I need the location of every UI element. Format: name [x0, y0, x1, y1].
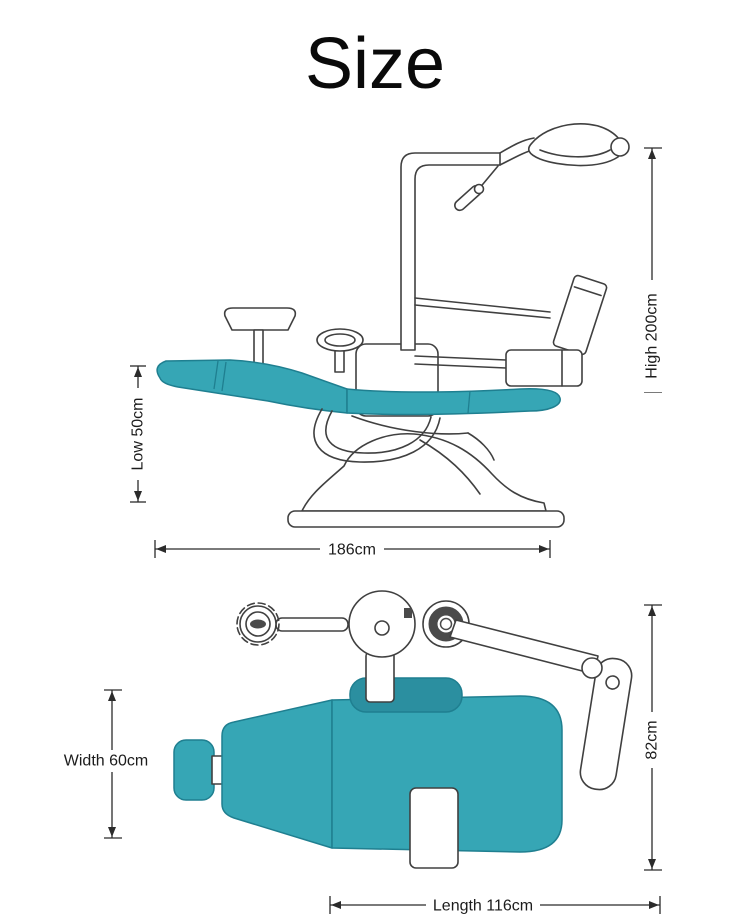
dim-depth-82: 82cm: [642, 604, 662, 871]
cuspidor-bowl-inner: [324, 333, 356, 347]
label-mask: [642, 280, 662, 392]
dim-high: High 200cm: [642, 147, 662, 393]
underseat-contour: [351, 415, 469, 435]
foot-control-box: [409, 787, 459, 869]
bowl-slot: [250, 619, 266, 629]
dimension-arrow-left: [156, 545, 166, 553]
bowl-stem: [334, 349, 345, 373]
dimension-arrow-up: [648, 606, 656, 616]
dim-low-label: Low 50cm: [130, 398, 147, 471]
dim-width-label: Width 60cm: [64, 753, 148, 770]
lamp-arm: [499, 137, 535, 154]
headrest-top: [173, 739, 215, 801]
lamp-end-cap: [610, 137, 630, 157]
dim-width-60: Width 60cm: [56, 689, 158, 839]
lamp-head: [527, 123, 623, 167]
dim-span-186: 186cm: [154, 539, 551, 559]
dim-low: Low 50cm: [128, 365, 148, 503]
joint-hub: [439, 617, 453, 631]
dimension-arrow-up: [108, 691, 116, 701]
monitor-line: [573, 286, 602, 297]
underseat-contour: [467, 432, 495, 461]
dimension-arrow-up: [134, 367, 142, 377]
box-bracket: [414, 355, 507, 361]
dimension-arrow-right: [539, 545, 549, 553]
dim-length-116: Length 116cm: [329, 895, 661, 915]
monitor: [552, 274, 608, 356]
label-mask: [320, 539, 384, 559]
cushion-seam: [221, 361, 227, 392]
monitor-bracket: [414, 304, 551, 319]
dim-depth-label: 82cm: [644, 720, 661, 759]
tray-notch: [404, 608, 412, 618]
seat-top: [331, 695, 563, 853]
backrest-top: [221, 699, 333, 849]
tray-post-top: [365, 651, 395, 703]
dim-span-label: 186cm: [328, 542, 376, 559]
dim-length-label: Length 116cm: [433, 898, 533, 915]
label-mask: [426, 895, 540, 915]
scalloped-bowl-inner: [245, 611, 271, 637]
label-mask: [128, 388, 148, 480]
dimension-arrow-up: [648, 149, 656, 159]
cushion-seam: [213, 360, 219, 390]
tray-disc-hub: [374, 620, 390, 636]
lamp-head-line: [539, 149, 611, 158]
dimension-arrow-left: [331, 901, 341, 909]
label-mask: [642, 712, 662, 768]
monitor-bracket: [414, 297, 551, 313]
pedestal-contour: [419, 439, 481, 495]
cuspidor-bowl: [316, 328, 364, 352]
dim-high-label: High 200cm: [644, 293, 661, 378]
backrest-cushion: [156, 359, 348, 414]
base-plate: [287, 510, 565, 528]
post-unit: [579, 657, 633, 791]
page-title: Size: [305, 24, 445, 104]
seat-cushion: [346, 388, 561, 416]
side-view-figure: [156, 123, 630, 528]
instrument-tray: [223, 307, 297, 331]
box-bracket: [414, 363, 507, 369]
post-unit-cap: [605, 675, 620, 690]
scalloped-bowl-rim: [236, 602, 280, 646]
delivery-box: [505, 349, 583, 387]
dimension-arrow-down: [134, 491, 142, 501]
handle-pivot: [473, 183, 485, 195]
monitor-panel: [552, 274, 608, 356]
arm-rod: [275, 617, 349, 632]
dimension-arrow-right: [649, 901, 659, 909]
top-view-figure: [173, 590, 633, 869]
elbow-joint: [581, 657, 603, 679]
cushion-seam: [467, 390, 471, 414]
dimension-arrow-down: [108, 827, 116, 837]
dimension-arrow-down: [648, 859, 656, 869]
label-mask: [56, 750, 158, 772]
diagonal-arm: [449, 619, 599, 675]
post-unit-body: [579, 657, 633, 791]
armrest-loop-inner: [325, 410, 432, 454]
armrest-loop: [313, 408, 441, 463]
